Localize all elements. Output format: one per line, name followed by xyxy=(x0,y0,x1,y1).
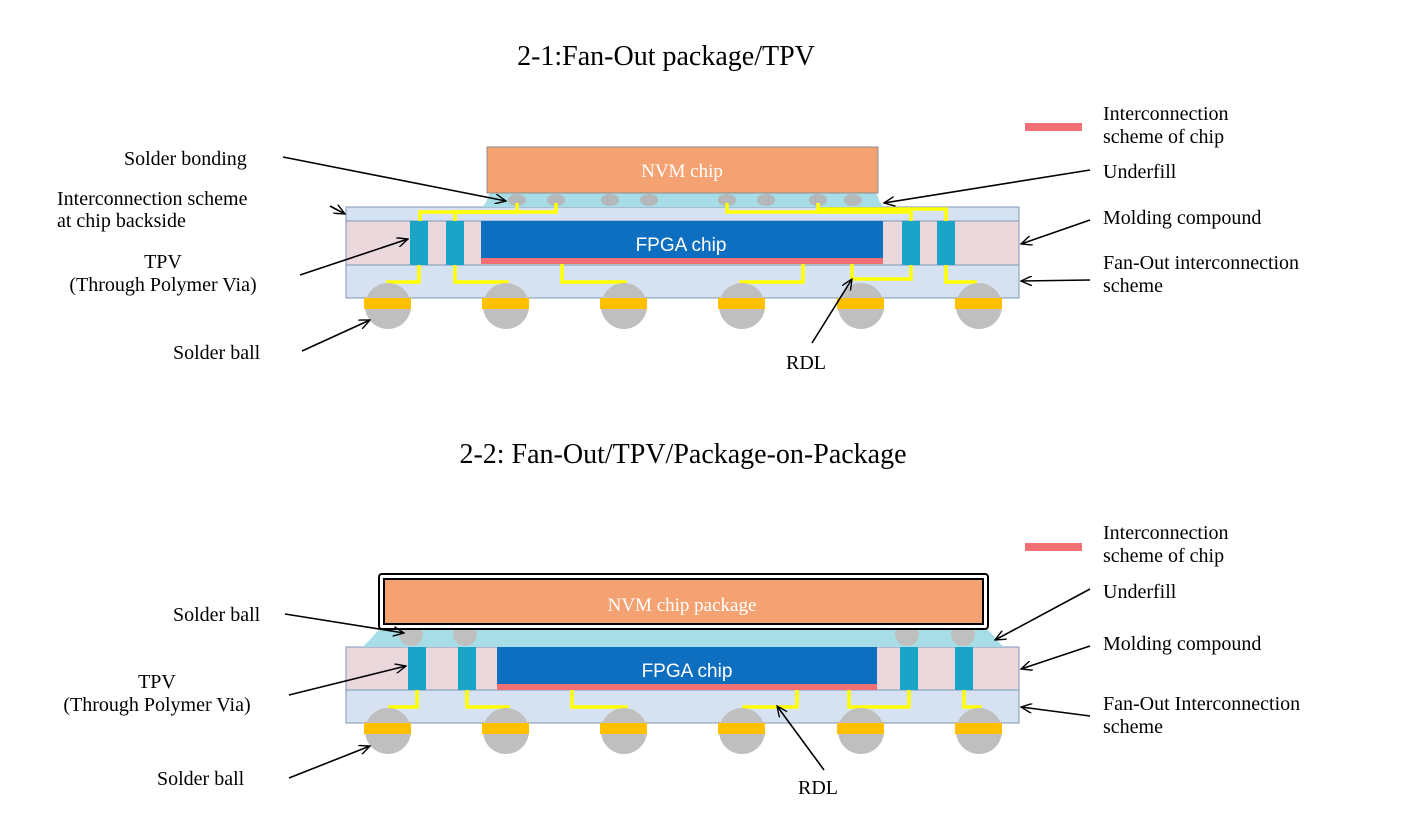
label-solder-ball-bottom: Solder ball xyxy=(157,768,245,790)
diagram-2-1: 2-1:Fan-Out package/TPV Interconnection … xyxy=(57,41,1299,374)
diagram-2-2: 2-2: Fan-Out/TPV/Package-on-Package Inte… xyxy=(63,439,1300,799)
label-rdl: RDL xyxy=(798,777,838,799)
callout-arrows xyxy=(282,156,1091,352)
legend-label-line2: scheme of chip xyxy=(1103,545,1224,567)
underfill xyxy=(482,193,884,207)
fanout-interconnection-layer xyxy=(345,264,1020,299)
solder-balls xyxy=(364,708,1002,754)
solder-balls xyxy=(364,283,1002,329)
solder-bonding-bumps xyxy=(508,194,862,206)
label-underfill: Underfill xyxy=(1103,161,1177,183)
legend-label-line1: Interconnection xyxy=(1103,522,1229,544)
tpv-vias xyxy=(410,221,955,265)
label-interconnection-backside-1: Interconnection scheme xyxy=(57,188,248,210)
underfill xyxy=(362,627,1004,647)
fpga-chip-label: FPGA chip xyxy=(636,235,727,256)
label-interconnection-backside-2: at chip backside xyxy=(57,210,186,232)
diagram-2-1-title: 2-1:Fan-Out package/TPV xyxy=(517,41,815,72)
legend-label-line1: Interconnection xyxy=(1103,103,1229,125)
fpga-chip-label: FPGA chip xyxy=(642,661,733,682)
label-solder-ball-top: Solder ball xyxy=(173,604,261,626)
label-molding-compound: Molding compound xyxy=(1103,207,1261,229)
chip-interconnect-strip xyxy=(497,684,877,690)
chip-interconnect-strip xyxy=(481,258,883,264)
label-underfill: Underfill xyxy=(1103,581,1177,603)
nvm-chip-package-label: NVM chip package xyxy=(608,595,757,616)
callout-arrows xyxy=(284,588,1091,779)
label-fanout-1: Fan-Out interconnection xyxy=(1103,252,1299,274)
nvm-chip-label: NVM chip xyxy=(641,161,723,182)
label-fanout-2: scheme xyxy=(1103,716,1163,738)
label-solder-bonding: Solder bonding xyxy=(124,148,247,170)
legend-swatch xyxy=(1025,543,1082,551)
label-solder-ball: Solder ball xyxy=(173,342,261,364)
tpv-vias xyxy=(408,647,973,690)
legend-label-line2: scheme of chip xyxy=(1103,126,1224,148)
diagram-2-2-title: 2-2: Fan-Out/TPV/Package-on-Package xyxy=(459,439,906,470)
label-fanout-1: Fan-Out Interconnection xyxy=(1103,693,1300,715)
label-tpv-2: (Through Polymer Via) xyxy=(63,694,250,716)
fpga-chip xyxy=(481,221,883,258)
legend-swatch xyxy=(1025,123,1082,131)
nvm-chip xyxy=(486,146,879,194)
label-molding-compound: Molding compound xyxy=(1103,633,1261,655)
label-tpv-1: TPV xyxy=(144,251,182,273)
label-tpv-2: (Through Polymer Via) xyxy=(69,274,256,296)
label-tpv-1: TPV xyxy=(138,671,176,693)
fpga-chip xyxy=(497,647,877,684)
fanout-interconnection-layer xyxy=(345,689,1020,724)
label-fanout-2: scheme xyxy=(1103,275,1163,297)
label-rdl: RDL xyxy=(786,352,826,374)
nvm-chip-package xyxy=(383,578,984,625)
